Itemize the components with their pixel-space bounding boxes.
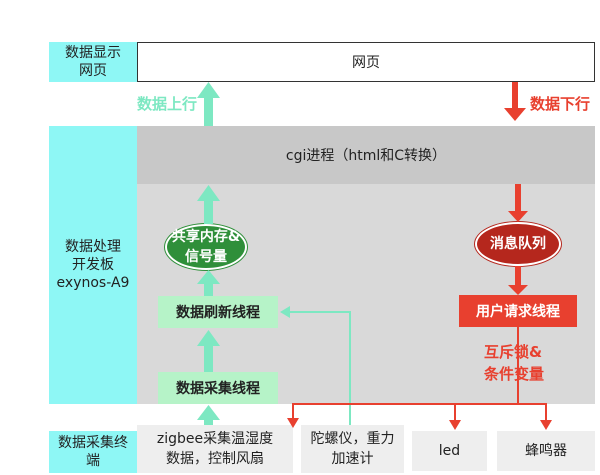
web-page-label: 网页 [352,55,380,71]
green-arrow-collect [197,405,220,425]
data-down-label: 数据下行 [530,95,591,113]
shared-memory-label: 共享内存& 信号量 [171,229,241,265]
red-arrow-cgi-to-queue [508,184,528,222]
collect-thread-box: 数据采集线程 [158,372,278,404]
request-led-arrowhead [449,420,461,430]
request-thread-label: 用户请求线程 [476,304,560,320]
green-arrow-web [197,82,220,126]
web-page-box: 网页 [137,42,595,82]
red-arrow-web-down [504,82,526,121]
buzzer-terminal: 蜂鸣器 [497,431,595,471]
processing-board-label: 数据处理 开发板 exynos-A9 [49,126,137,404]
gyro-label: 陀螺仪，重力 加速计 [310,431,395,467]
request-to-zigbee-line [292,403,518,420]
refresh-thread-label: 数据刷新线程 [176,305,260,321]
gyro-arrowhead [280,306,290,318]
request-zigbee-arrowhead [287,418,299,428]
collection-terminal-label: 数据采集终 端 [49,431,137,473]
refresh-thread-box: 数据刷新线程 [158,296,278,328]
led-terminal: led [412,431,487,471]
gyro-terminal: 陀螺仪，重力 加速计 [301,425,404,473]
message-queue-label: 消息队列 [490,236,546,252]
gyro-to-refresh-line [286,311,351,425]
cgi-process-label: cgi进程（html和C转换） [285,148,447,164]
buzzer-label: 蜂鸣器 [525,443,567,459]
request-to-buzzer-line [518,403,547,422]
message-queue-node: 消息队列 [475,222,561,266]
green-arrow-refresh [197,330,220,372]
request-buzzer-arrowhead [540,420,552,430]
green-arrow-cgi [197,185,220,224]
zigbee-terminal: zigbee采集温湿度 数据，控制风扇 [137,425,293,473]
cgi-process-box: cgi进程（html和C转换） [137,126,595,184]
red-arrow-queue-to-request [508,266,528,295]
collect-thread-label: 数据采集线程 [176,381,260,397]
led-label: led [438,443,461,459]
data-up-label: 数据上行 [137,95,198,113]
shared-memory-node: 共享内存& 信号量 [165,224,247,270]
green-arrow-shm [197,270,220,296]
display-terminal-label: 数据显示 网页 [49,42,137,82]
zigbee-label: zigbee采集温湿度 数据，控制风扇 [156,431,274,467]
mutex-note: 互斥锁& 条件变量 [484,343,545,383]
request-to-led-line [454,403,460,422]
request-thread-box: 用户请求线程 [459,295,577,327]
